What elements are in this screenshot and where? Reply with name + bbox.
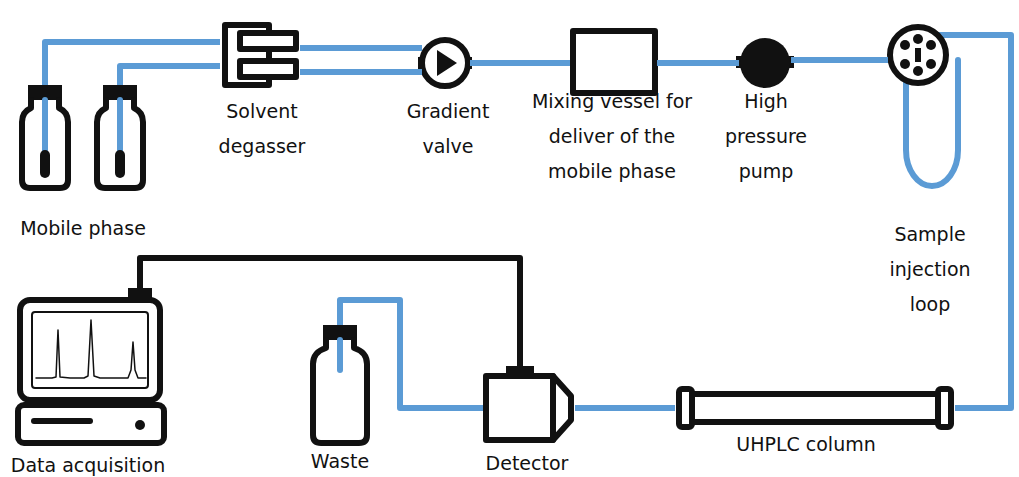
- fluid-tubing: [340, 300, 483, 408]
- computer-symbol: [18, 288, 164, 443]
- column-node: UHPLC column: [675, 388, 955, 428]
- solvent-bottle: [97, 85, 143, 188]
- valve-node: Gradient valve: [420, 38, 470, 88]
- waste-bottle: [313, 325, 367, 443]
- degasser-node: Solvent degasser: [220, 22, 300, 88]
- component-label: Mixing vessel for deliver of the mobile …: [515, 84, 710, 189]
- component-label: Data acquisition: [3, 453, 173, 477]
- detector-node: Detector: [483, 366, 575, 442]
- pump-node: High pressure pump: [739, 37, 791, 89]
- vessel-node: Mixing vessel for deliver of the mobile …: [570, 28, 657, 95]
- component-label: High pressure pump: [714, 84, 819, 189]
- pump-symbol: [736, 38, 794, 88]
- detector-symbol: [486, 366, 571, 440]
- mixing-vessel-symbol: [573, 31, 655, 93]
- degasser-symbol: [225, 25, 296, 85]
- fluid-tubing: [470, 60, 570, 66]
- component-label: Waste: [295, 449, 385, 473]
- column-symbol: [679, 389, 951, 427]
- fluid-tubing: [575, 405, 675, 411]
- signal-cable: [140, 258, 520, 366]
- component-label: UHPLC column: [706, 432, 906, 456]
- injector-node: Sample injection loop: [888, 25, 960, 190]
- fluid-tubing: [955, 35, 1011, 408]
- component-label: Detector: [472, 451, 582, 475]
- component-label: Mobile phase: [0, 216, 168, 240]
- bottle-pair-node: Mobile phase: [18, 85, 148, 190]
- component-label: Gradient valve: [391, 94, 506, 164]
- valve-symbol: [418, 40, 472, 86]
- fluid-tubing: [657, 60, 739, 66]
- waste-node: Waste: [305, 325, 375, 445]
- fluid-tubing: [45, 42, 220, 85]
- computer-node: Data acquisition: [15, 290, 170, 445]
- solvent-bottle: [22, 85, 68, 188]
- fluid-tubing: [791, 57, 888, 63]
- fluid-tubing: [300, 48, 422, 72]
- injection-valve-symbol: [890, 27, 962, 186]
- component-label: Sample injection loop: [875, 217, 985, 322]
- component-label: Solvent degasser: [205, 94, 320, 164]
